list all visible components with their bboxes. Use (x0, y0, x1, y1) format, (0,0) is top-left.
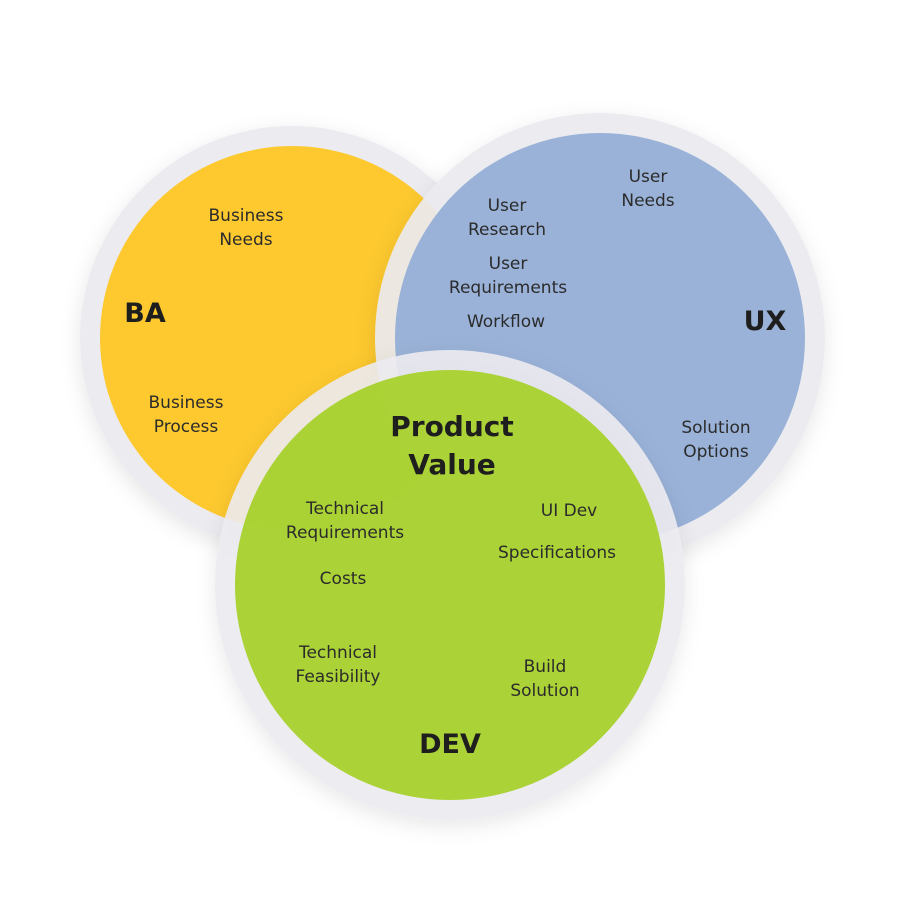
ba-item-business-needs: Business Needs (208, 206, 284, 250)
dev-item-build-solution: Build Solution (510, 657, 580, 701)
dev-item-costs: Costs (319, 569, 367, 589)
dev-circle (235, 370, 665, 800)
ux-item-solution-options: Solution Options (681, 418, 751, 462)
dev-item-ui-dev: UI Dev (540, 501, 598, 521)
ux-title: UX (743, 306, 787, 337)
dev-title: DEV (419, 729, 481, 760)
ba-item-business-process: Business Process (148, 393, 224, 437)
dev-item-specifications: Specifications (497, 543, 617, 563)
center-title-product-value: Product Value (390, 410, 514, 481)
ux-item-workflow: Workflow (466, 312, 546, 332)
dev-item-technical-feasibility: Technical Feasibility (295, 643, 381, 687)
ux-item-user-needs: User Needs (621, 167, 675, 211)
ux-item-user-requirements: User Requirements (448, 254, 568, 298)
ux-item-user-research: User Research (468, 196, 546, 240)
ba-title: BA (124, 298, 166, 329)
dev-item-technical-requirements: Technical Requirements (285, 499, 405, 543)
